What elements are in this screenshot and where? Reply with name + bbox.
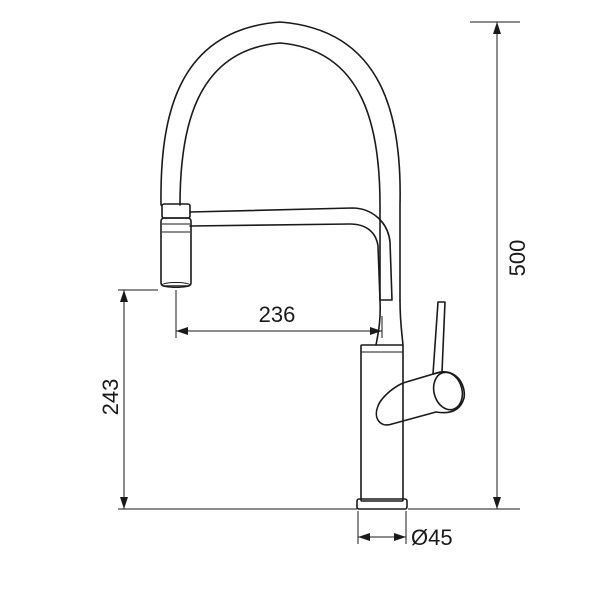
main-column <box>360 344 404 502</box>
dimension-spout-reach: 236 <box>175 290 383 338</box>
dimension-total-height: 500 <box>408 21 530 510</box>
hose-inner-outline <box>179 42 381 301</box>
arrowhead-reach-right <box>370 327 382 335</box>
total-height-label: 500 <box>505 240 530 277</box>
arrowhead-spout-top <box>120 290 128 302</box>
dimension-spout-height: 243 <box>98 289 357 510</box>
base-flange <box>356 498 408 510</box>
mixer-lever <box>432 301 446 375</box>
arrowhead-reach-left <box>176 327 188 335</box>
arrowhead-diameter-left <box>358 533 370 541</box>
spray-head-body <box>160 217 192 287</box>
faucet <box>160 21 466 510</box>
mixer-body <box>375 371 466 426</box>
spray-head-cap <box>161 203 191 219</box>
arrowhead-bottom <box>493 497 501 509</box>
dimension-base-diameter: Ø45 <box>357 511 453 550</box>
arrowhead-diameter-right <box>394 533 406 541</box>
spout-height-label: 243 <box>98 379 123 416</box>
arrowhead-spout-bottom <box>120 497 128 509</box>
arrowhead-top <box>493 22 501 34</box>
arm-column-joint <box>375 299 404 346</box>
spray-head <box>160 203 192 289</box>
mixer-end-cap <box>432 371 464 411</box>
spray-head-outlet <box>161 281 191 289</box>
hose-outer-outline <box>160 21 401 301</box>
support-arm <box>189 207 393 301</box>
spout-reach-label: 236 <box>259 302 296 327</box>
base-diameter-label: Ø45 <box>411 525 453 550</box>
